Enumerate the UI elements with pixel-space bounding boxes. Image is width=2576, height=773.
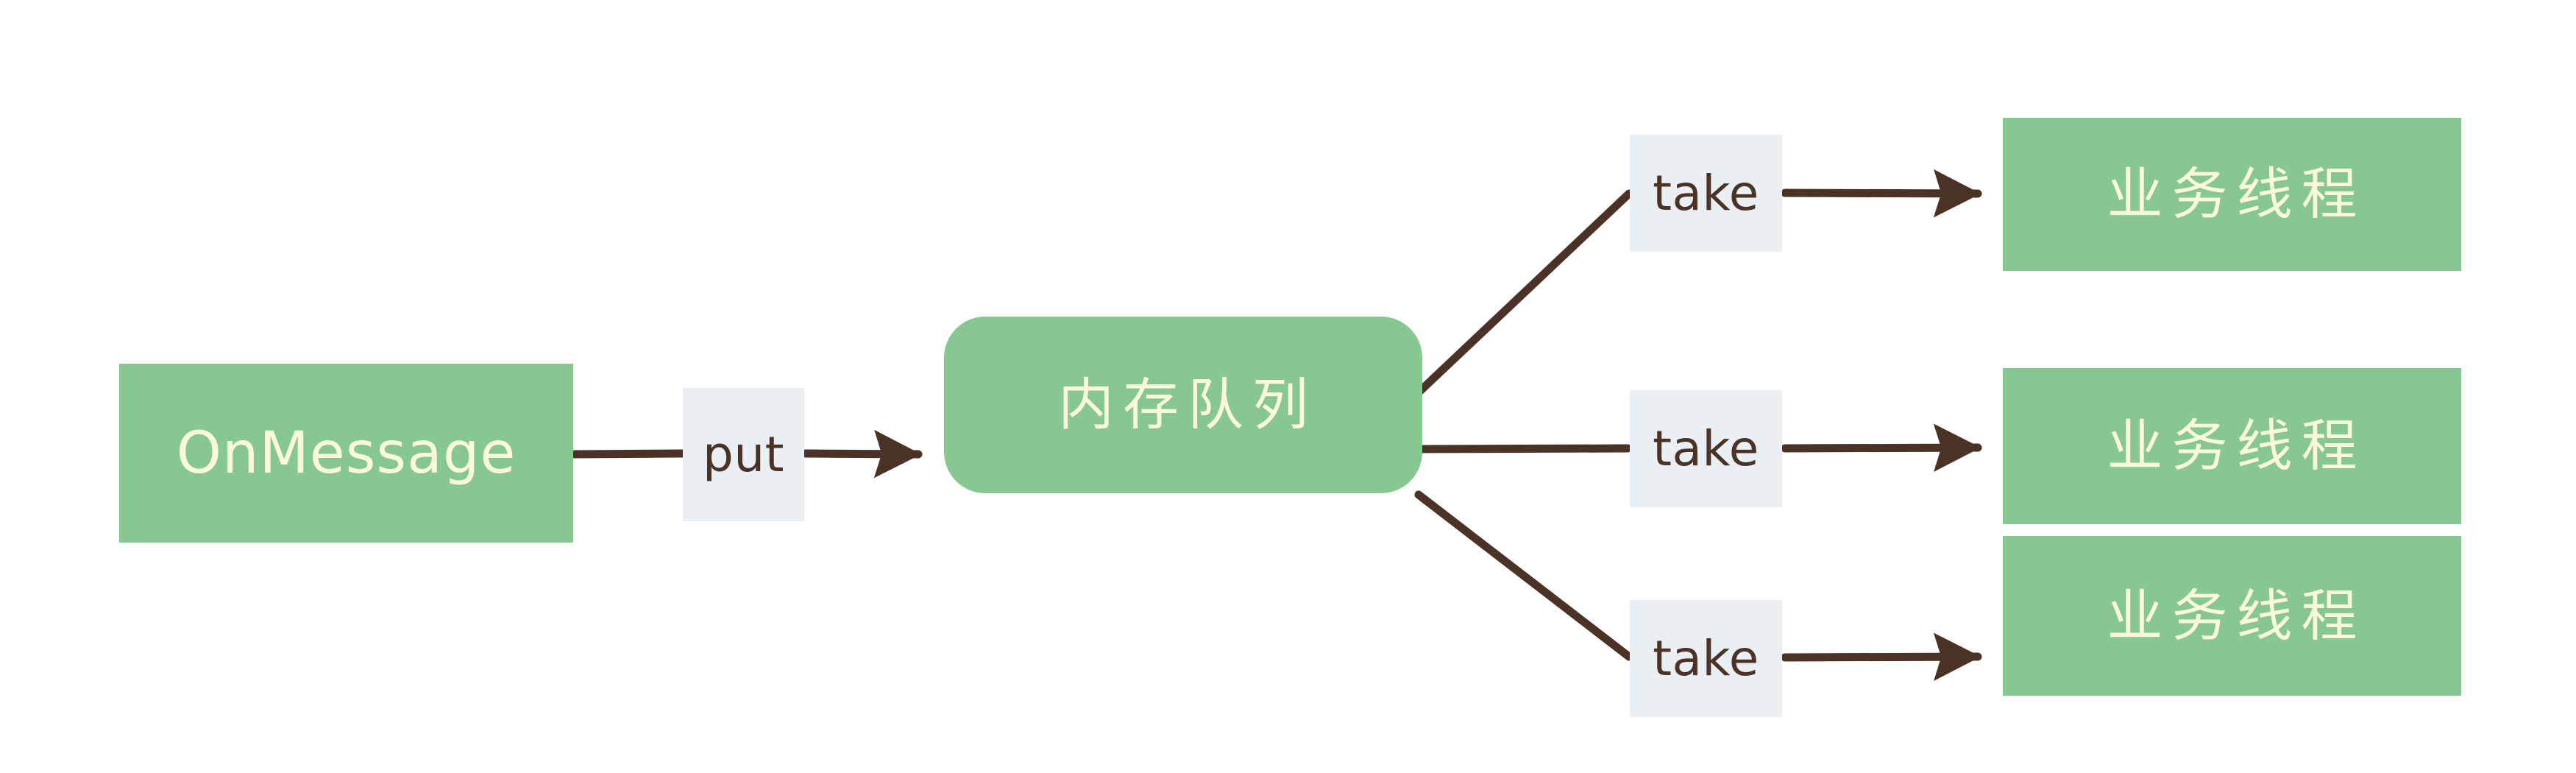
edge-label-take-3[interactable]: take: [1630, 600, 1782, 717]
node-business-thread-3[interactable]: 业务线程: [2003, 536, 2461, 696]
node-on-message[interactable]: OnMessage: [119, 364, 573, 543]
node-memory-queue-label: 内存队列: [1058, 372, 1317, 437]
edge-label-take-2-text: take: [1653, 420, 1759, 477]
node-business-thread-2-label: 业务线程: [2107, 413, 2366, 479]
node-business-thread-3-label: 业务线程: [2107, 582, 2366, 649]
connector-queue-take2: [1416, 444, 1632, 453]
node-business-thread-1-label: 业务线程: [2107, 161, 2366, 227]
edge-label-put[interactable]: put: [683, 388, 804, 521]
node-business-thread-2[interactable]: 业务线程: [2003, 368, 2461, 524]
node-memory-queue[interactable]: 内存队列: [944, 317, 1422, 493]
node-business-thread-1[interactable]: 业务线程: [2003, 118, 2461, 271]
edge-label-take-2[interactable]: take: [1630, 390, 1782, 507]
edge-label-take-3-text: take: [1653, 629, 1759, 687]
edge-label-take-1-text: take: [1653, 164, 1759, 222]
node-on-message-label: OnMessage: [176, 420, 517, 487]
connector-queue-take1: [1414, 189, 1633, 397]
edge-label-take-1[interactable]: take: [1630, 135, 1782, 252]
connector-queue-take3: [1414, 490, 1633, 661]
connector-take1-thread1: [1781, 169, 1982, 218]
connector-put-queue: [801, 429, 923, 479]
edge-label-put-text: put: [702, 426, 785, 483]
connector-onmessage-put: [570, 449, 686, 459]
